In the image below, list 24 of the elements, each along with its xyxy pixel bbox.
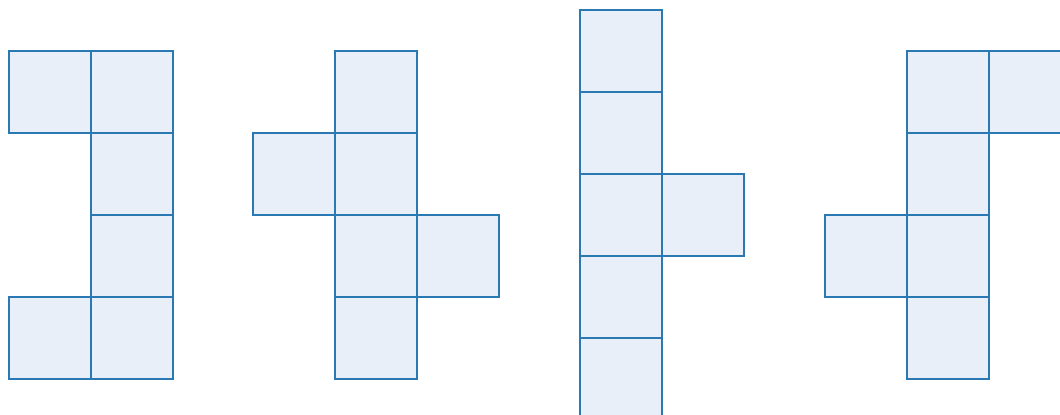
net-square xyxy=(824,214,908,298)
net-square xyxy=(988,50,1060,134)
net-square xyxy=(416,214,500,298)
net-square xyxy=(579,173,663,257)
net-square xyxy=(90,296,174,380)
net-square xyxy=(906,50,990,134)
net-square xyxy=(906,296,990,380)
net-square xyxy=(334,132,418,216)
net-square xyxy=(661,173,745,257)
net-square xyxy=(579,337,663,415)
net-square xyxy=(906,214,990,298)
net-square xyxy=(90,132,174,216)
net-square xyxy=(579,91,663,175)
net-square xyxy=(252,132,336,216)
net-square xyxy=(334,296,418,380)
net-square xyxy=(334,50,418,134)
net-square xyxy=(579,255,663,339)
net-square xyxy=(8,50,92,134)
net-square xyxy=(334,214,418,298)
net-square xyxy=(90,50,174,134)
net-square xyxy=(8,296,92,380)
net-square xyxy=(579,9,663,93)
net-square xyxy=(906,132,990,216)
net-square xyxy=(90,214,174,298)
